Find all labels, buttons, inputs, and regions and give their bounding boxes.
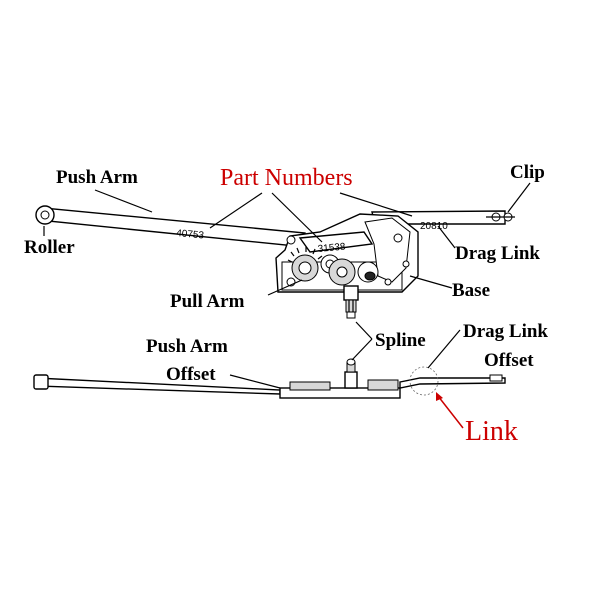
spline [343, 285, 359, 319]
link-arrow [436, 392, 464, 429]
pull-arm [287, 231, 374, 282]
clip [486, 212, 515, 222]
base-side [279, 387, 401, 399]
label-push-arm-offset-line1: Push Arm [146, 336, 228, 357]
label-drag-link-offset-line2: Offset [484, 350, 534, 371]
label-spline: Spline [375, 330, 426, 351]
gear [328, 258, 379, 286]
label-part-numbers: Part Numbers [220, 165, 353, 191]
drag-link-offset-bar [399, 377, 506, 389]
label-roller: Roller [24, 237, 75, 258]
push-arm [43, 207, 306, 248]
label-push-arm: Push Arm [56, 167, 138, 188]
operator-side-view [33, 358, 506, 399]
label-link: Link [465, 416, 518, 447]
push-arm-offset-bar [35, 377, 281, 395]
label-drag-link: Drag Link [455, 243, 540, 264]
label-base: Base [452, 280, 490, 301]
link-highlight-circle [409, 366, 439, 396]
label-push-arm-offset-line2: Offset [166, 364, 216, 385]
label-pull-arm: Pull Arm [170, 291, 245, 312]
leader-lines [43, 182, 531, 389]
drag-link-part-number: 20810 [420, 221, 448, 232]
operator-top-view: 40753 31538 20810 [35, 205, 515, 319]
push-arm-part-number: 40753 [176, 228, 205, 241]
pull-arm-part-number: 31538 [317, 242, 346, 255]
label-drag-link-offset-line1: Drag Link [463, 321, 548, 342]
label-clip: Clip [510, 162, 545, 183]
